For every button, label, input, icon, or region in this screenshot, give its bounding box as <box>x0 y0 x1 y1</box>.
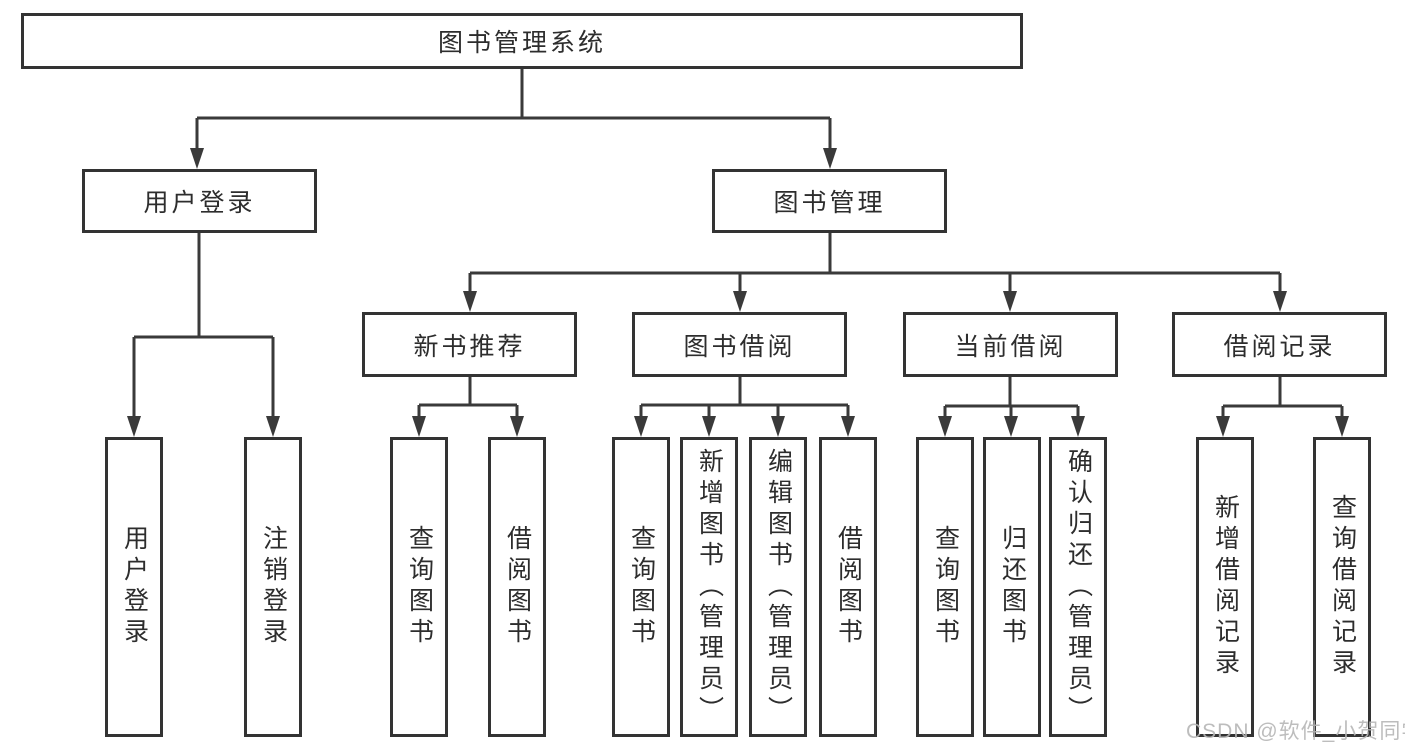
leaf-borrow-borrow-books: 借阅图书 <box>819 437 877 737</box>
arrowhead <box>733 291 747 312</box>
csdn-watermark: CSDN @软件_小贺同学 <box>1186 720 1405 743</box>
node-new-book-recommend: 新书推荐 <box>362 312 577 377</box>
leaf-current-confirm-return-admin: 确认归还（管理员） <box>1049 437 1107 737</box>
leaf-records-query-record: 查询借阅记录 <box>1313 437 1371 737</box>
leaf-borrow-borrow-books-label: 借阅图书 <box>834 525 863 649</box>
node-current-borrow-label: 当前借阅 <box>954 332 1067 361</box>
leaf-borrow-query-books-label: 查询图书 <box>627 525 656 649</box>
arrowhead <box>412 416 426 437</box>
node-root: 图书管理系统 <box>21 13 1023 69</box>
arrowhead <box>634 416 648 437</box>
arrowhead <box>1335 416 1349 437</box>
arrowhead <box>127 416 141 437</box>
leaf-logout: 注销登录 <box>244 437 302 737</box>
arrowhead <box>841 416 855 437</box>
node-book-borrow-label: 图书借阅 <box>683 332 796 361</box>
arrowhead <box>823 148 837 169</box>
arrowhead <box>702 416 716 437</box>
leaf-current-return-books-label: 归还图书 <box>998 525 1027 649</box>
arrowhead <box>1003 291 1017 312</box>
node-book-borrow: 图书借阅 <box>632 312 847 377</box>
leaf-records-query-record-label: 查询借阅记录 <box>1328 494 1357 680</box>
node-user-login-label: 用户登录 <box>143 189 256 217</box>
leaf-current-query-books-label: 查询图书 <box>931 525 960 649</box>
arrowhead <box>771 416 785 437</box>
arrowhead <box>1004 416 1018 437</box>
arrowhead <box>266 416 280 437</box>
leaf-records-add-record: 新增借阅记录 <box>1196 437 1254 737</box>
arrowhead <box>190 148 204 169</box>
leaf-current-query-books: 查询图书 <box>916 437 974 737</box>
arrowhead <box>1273 291 1287 312</box>
leaf-user-login: 用户登录 <box>105 437 163 737</box>
node-borrow-records-label: 借阅记录 <box>1223 332 1336 361</box>
node-user-login: 用户登录 <box>82 169 317 233</box>
node-root-label: 图书管理系统 <box>437 29 606 57</box>
arrowhead <box>510 416 524 437</box>
arrowhead <box>938 416 952 437</box>
leaf-recommend-query-books-label: 查询图书 <box>405 525 434 649</box>
node-current-borrow: 当前借阅 <box>903 312 1118 377</box>
arrowhead <box>463 291 477 312</box>
leaf-recommend-query-books: 查询图书 <box>390 437 448 737</box>
leaf-recommend-borrow-books: 借阅图书 <box>488 437 546 737</box>
arrowhead <box>1216 416 1230 437</box>
leaf-borrow-edit-books-admin-label: 编辑图书（管理员） <box>764 447 793 727</box>
node-book-management-label: 图书管理 <box>773 189 886 217</box>
leaf-borrow-edit-books-admin: 编辑图书（管理员） <box>749 437 807 737</box>
leaf-borrow-add-books-admin-label: 新增图书（管理员） <box>695 447 724 727</box>
leaf-current-confirm-return-admin-label: 确认归还（管理员） <box>1064 447 1093 727</box>
node-book-management: 图书管理 <box>712 169 947 233</box>
arrowheads <box>127 148 1349 437</box>
node-new-book-recommend-label: 新书推荐 <box>413 332 526 361</box>
leaf-borrow-query-books: 查询图书 <box>612 437 670 737</box>
leaf-records-add-record-label: 新增借阅记录 <box>1211 494 1240 680</box>
leaf-user-login-label: 用户登录 <box>120 525 149 649</box>
leaf-current-return-books: 归还图书 <box>983 437 1041 737</box>
node-borrow-records: 借阅记录 <box>1172 312 1387 377</box>
arrowhead <box>1071 416 1085 437</box>
leaf-borrow-add-books-admin: 新增图书（管理员） <box>680 437 738 737</box>
leaf-logout-label: 注销登录 <box>259 525 288 649</box>
leaf-recommend-borrow-books-label: 借阅图书 <box>503 525 532 649</box>
